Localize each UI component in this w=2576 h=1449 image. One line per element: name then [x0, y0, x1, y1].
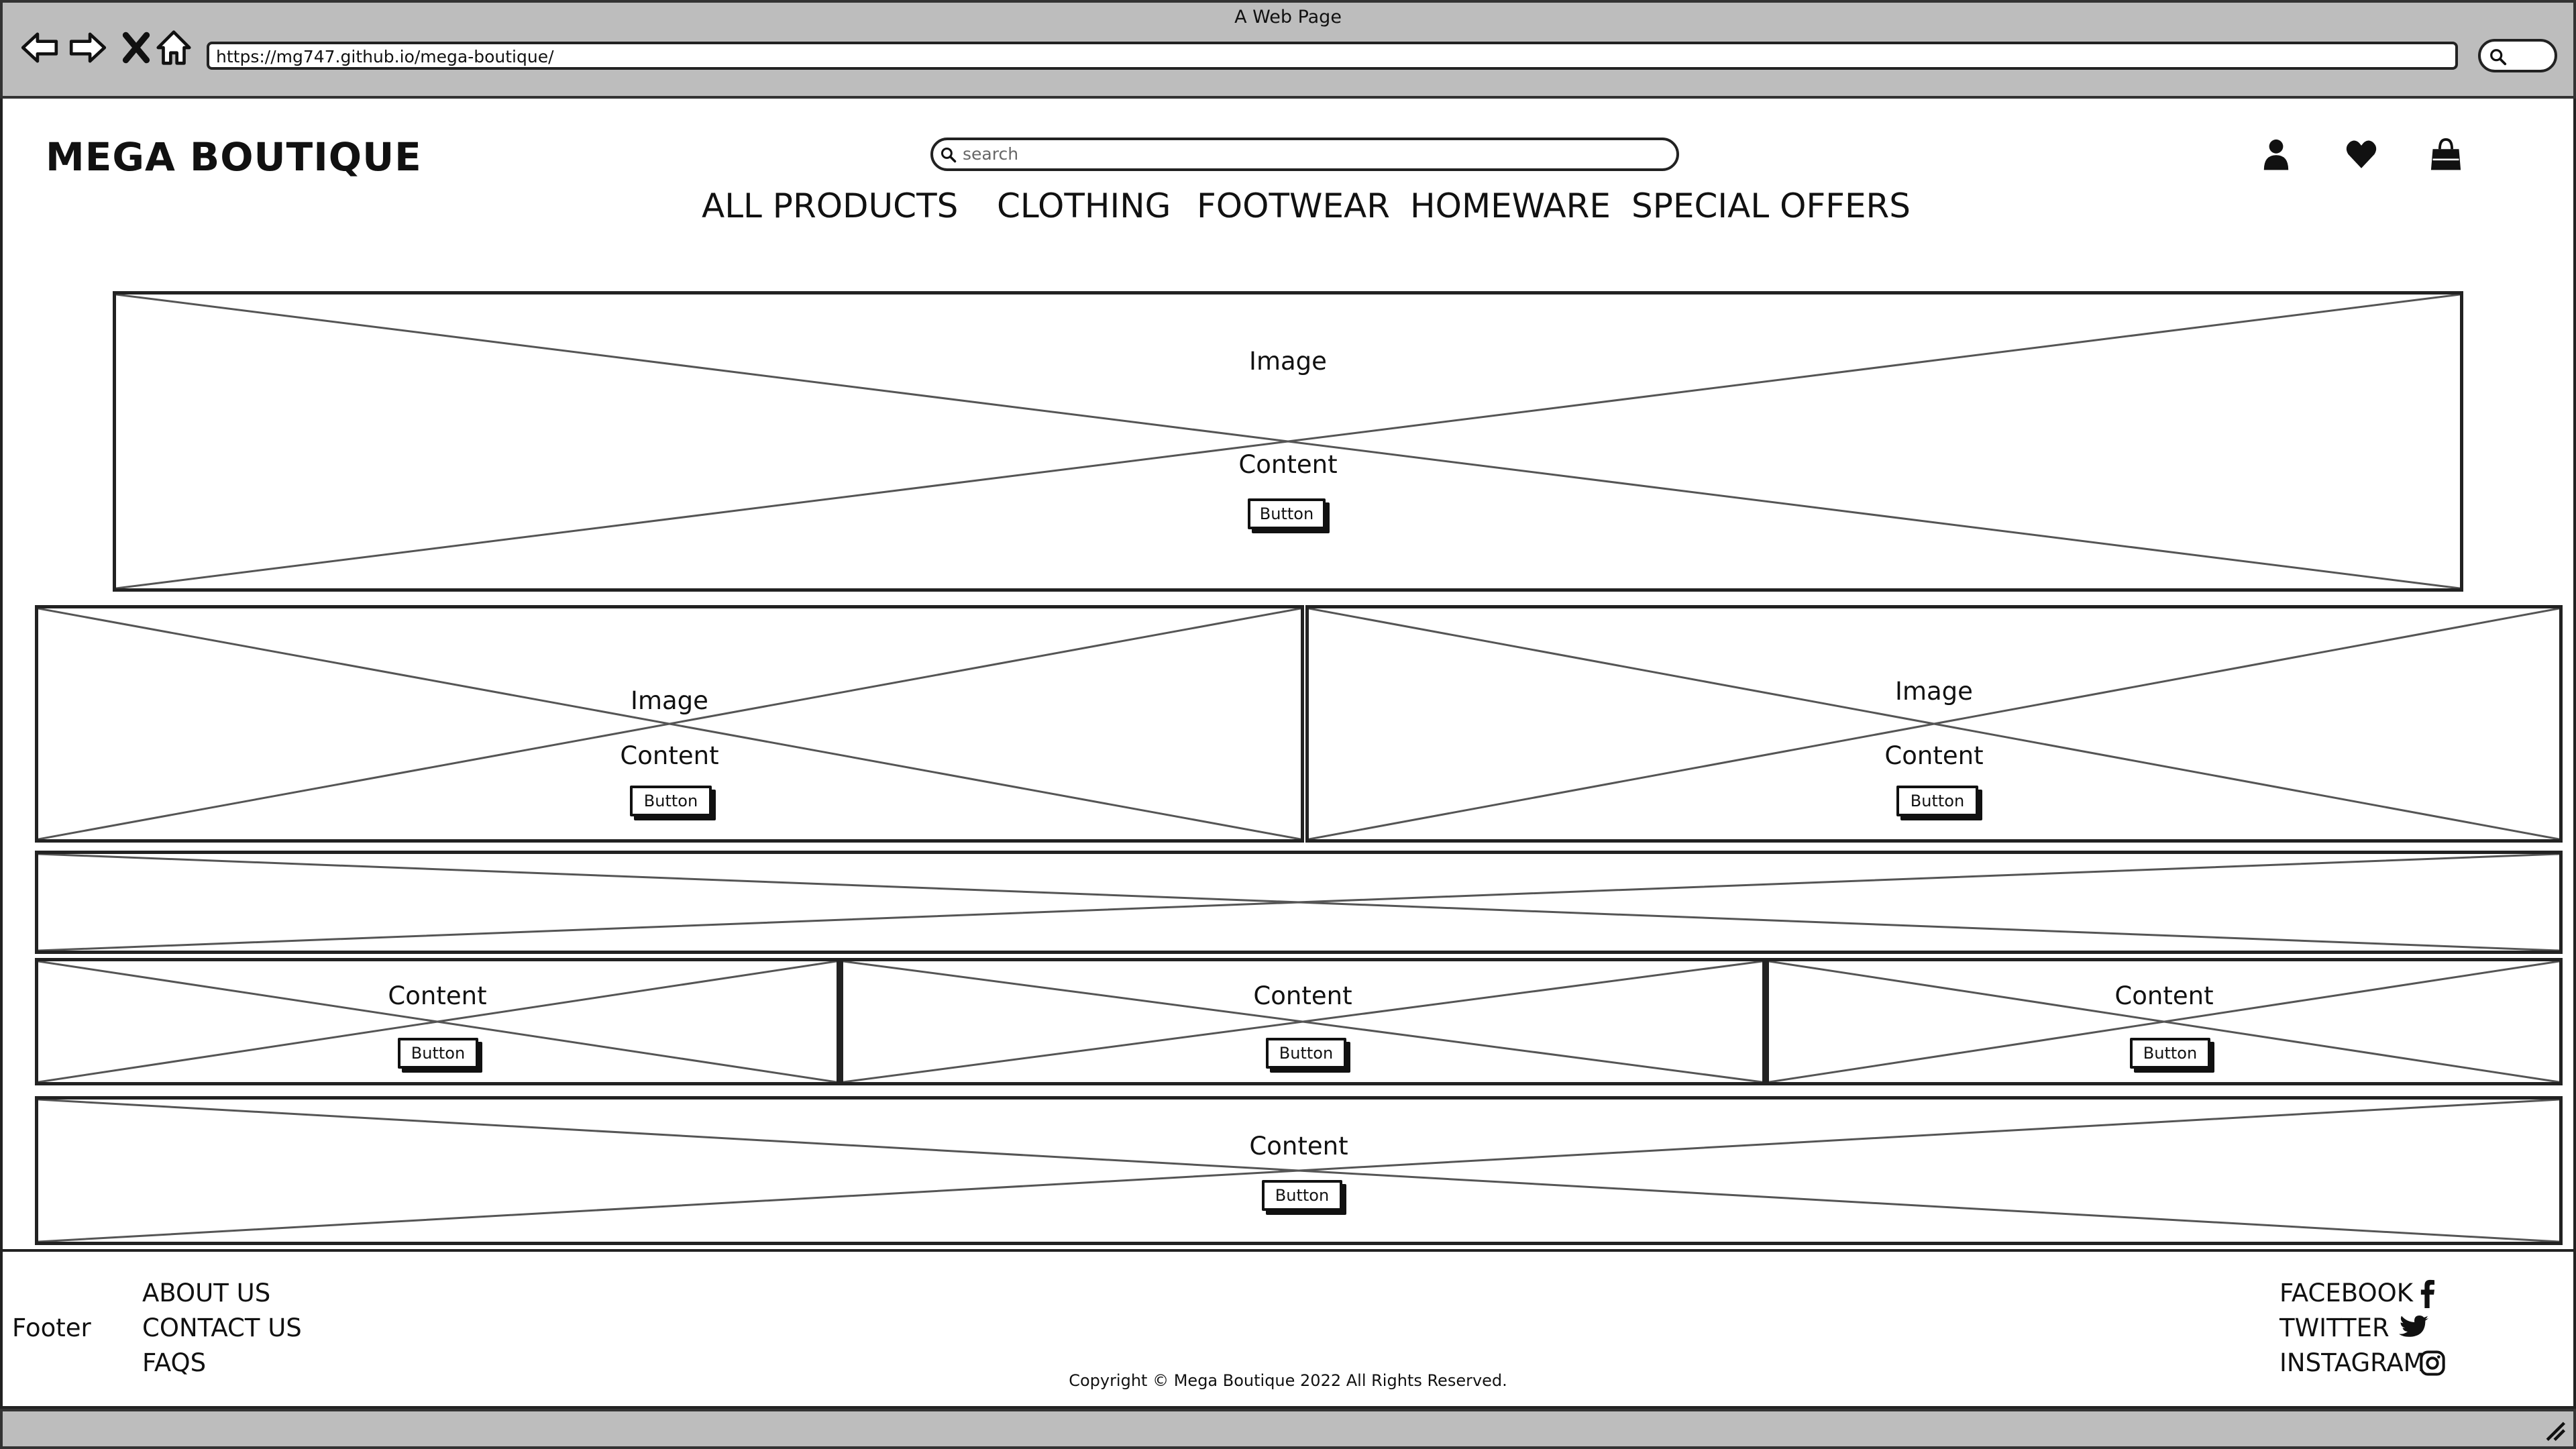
hero-button[interactable]: Button	[1248, 498, 1326, 529]
banner-button[interactable]: Button	[1262, 1180, 1342, 1211]
footer-link-contact[interactable]: CONTACT US	[142, 1313, 302, 1342]
nav-special-offers[interactable]: SPECIAL OFFERS	[1631, 186, 1911, 225]
banner-content-label: Content	[1249, 1132, 1348, 1161]
back-arrow-icon[interactable]	[17, 25, 62, 70]
content-card-1: Content Button	[35, 958, 840, 1085]
image-placeholder	[1309, 608, 2559, 839]
card-button[interactable]: Button	[630, 786, 712, 816]
site-search-input[interactable]: search	[930, 138, 1679, 171]
browser-status-bar	[0, 1409, 2576, 1449]
hero-image-label: Image	[1249, 347, 1327, 376]
footer-label: Footer	[12, 1313, 91, 1342]
content-card-3: Content Button	[1766, 958, 2563, 1085]
home-icon[interactable]	[152, 25, 196, 70]
card-button[interactable]: Button	[1896, 786, 1978, 816]
nav-clothing[interactable]: CLOTHING	[997, 186, 1171, 225]
card-button[interactable]: Button	[2130, 1038, 2210, 1069]
facebook-icon[interactable]	[2414, 1279, 2440, 1308]
card-content-label: Content	[2114, 981, 2214, 1010]
instagram-icon[interactable]	[2419, 1350, 2446, 1377]
twitter-icon[interactable]	[2398, 1315, 2430, 1342]
card-button[interactable]: Button	[398, 1038, 478, 1069]
card-content-label: Content	[1884, 741, 1984, 770]
image-placeholder	[38, 854, 2559, 951]
nav-all-products[interactable]: ALL PRODUCTS	[702, 186, 959, 225]
promo-card-right: Image Content Button	[1305, 605, 2563, 843]
image-placeholder	[116, 294, 2460, 588]
search-icon	[941, 147, 957, 163]
copyright-text: Copyright © Mega Boutique 2022 All Right…	[1069, 1371, 1507, 1390]
window-title: A Web Page	[1234, 7, 1342, 28]
image-placeholder	[1769, 961, 2559, 1082]
user-icon[interactable]	[2255, 133, 2298, 176]
site-logo[interactable]: MEGA BOUTIQUE	[46, 134, 422, 180]
hero-content-label: Content	[1238, 450, 1338, 479]
card-image-label: Image	[1895, 677, 1973, 706]
card-content-label: Content	[620, 741, 719, 770]
shopping-bag-icon[interactable]	[2424, 133, 2467, 176]
footer	[0, 1249, 2576, 1409]
nav-homeware[interactable]: HOMEWARE	[1410, 186, 1611, 225]
card-image-label: Image	[631, 686, 708, 715]
promo-card-left: Image Content Button	[35, 605, 1304, 843]
search-icon	[2490, 49, 2507, 66]
card-button[interactable]: Button	[1266, 1038, 1346, 1069]
social-instagram-link[interactable]: INSTAGRAM	[2279, 1348, 2425, 1377]
nav-footwear[interactable]: FOOTWEAR	[1197, 186, 1390, 225]
social-twitter-link[interactable]: TWITTER	[2279, 1313, 2390, 1342]
close-x-icon[interactable]	[114, 25, 158, 70]
resize-grip-icon[interactable]	[2542, 1418, 2567, 1442]
card-content-label: Content	[1253, 981, 1352, 1010]
search-placeholder: search	[963, 144, 1019, 164]
image-placeholder	[38, 1099, 2559, 1242]
content-card-2: Content Button	[840, 958, 1766, 1085]
address-url: https://mg747.github.io/mega-boutique/	[216, 47, 554, 66]
footer-link-about[interactable]: ABOUT US	[142, 1279, 271, 1307]
content-banner: Content Button	[35, 1096, 2563, 1245]
page-viewport	[0, 99, 2576, 1449]
image-strip	[35, 851, 2563, 954]
social-facebook-link[interactable]: FACEBOOK	[2279, 1279, 2414, 1307]
footer-link-faqs[interactable]: FAQS	[142, 1348, 207, 1377]
image-placeholder	[38, 961, 837, 1082]
image-placeholder	[38, 608, 1301, 839]
card-content-label: Content	[388, 981, 487, 1010]
hero-banner: Image Content Button	[113, 291, 2463, 592]
forward-arrow-icon[interactable]	[66, 25, 110, 70]
image-placeholder	[843, 961, 1762, 1082]
browser-search-button[interactable]	[2478, 39, 2557, 72]
address-bar[interactable]: https://mg747.github.io/mega-boutique/	[207, 42, 2458, 70]
heart-icon[interactable]	[2340, 133, 2383, 176]
